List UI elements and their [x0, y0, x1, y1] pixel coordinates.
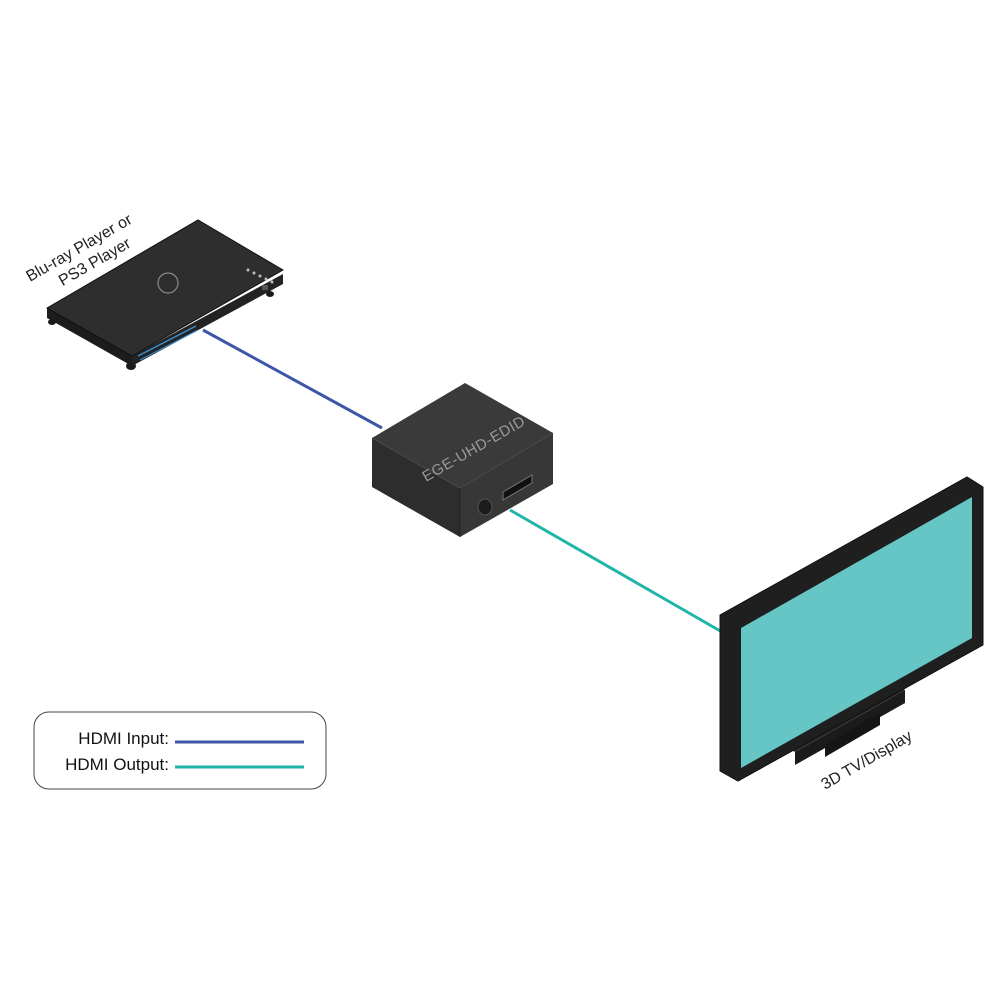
legend-output-label: HDMI Output:	[65, 755, 169, 774]
hdmi-port-icon	[502, 474, 533, 501]
bluray-player	[45, 219, 284, 370]
legend: HDMI Input: HDMI Output:	[33, 711, 327, 790]
hdmi-output-cable	[509, 508, 723, 634]
player-control-buttons	[246, 268, 274, 284]
legend-input-label: HDMI Input:	[78, 729, 169, 748]
edid-extender	[371, 383, 554, 537]
power-jack-icon	[477, 498, 493, 516]
hdmi-input-cable	[202, 328, 383, 430]
disc-button-icon	[157, 272, 179, 294]
tv-display	[719, 476, 984, 782]
tv-screen	[741, 497, 972, 768]
legend-box	[33, 711, 327, 790]
